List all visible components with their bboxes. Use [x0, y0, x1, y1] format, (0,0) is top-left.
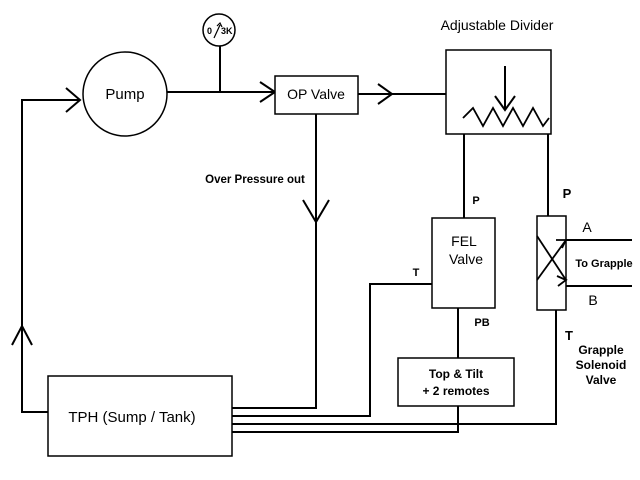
tank-to-pump-arrow	[65, 87, 82, 113]
tank-to-pump-line	[21, 99, 80, 413]
op-to-divider-arrow	[377, 83, 394, 105]
grapple-cross-line-1	[536, 235, 567, 281]
overpressure-line	[232, 114, 317, 409]
pump-symbol	[82, 51, 168, 137]
gauge-low-label: 0	[207, 26, 212, 36]
fel-valve-label-line2: Valve	[449, 251, 483, 267]
divider-resistor-icon	[462, 106, 550, 128]
op-valve-label: OP Valve	[287, 86, 345, 102]
to-grapple-label: To Grapple	[575, 258, 632, 270]
adjustable-divider-label: Adjustable Divider	[441, 17, 554, 33]
op-valve-box	[274, 75, 359, 115]
fel-t-label: T	[413, 267, 420, 279]
divider-box	[445, 49, 552, 135]
port-a-label: A	[582, 219, 592, 235]
tph-tank-label: TPH (Sump / Tank)	[68, 409, 195, 426]
remotes-return-line	[232, 406, 459, 433]
gauge-high-label: 3K	[221, 26, 233, 36]
remotes-label-line2: + 2 remotes	[422, 384, 489, 398]
over-pressure-label: Over Pressure out	[205, 174, 305, 186]
grapple-arrow-b-icon	[556, 275, 568, 287]
fel-pb-label: PB	[474, 317, 489, 329]
fel-p-label: P	[472, 195, 479, 207]
remotes-box	[397, 357, 515, 407]
grapple-p-label: P	[563, 186, 572, 201]
return-up-arrow	[11, 323, 33, 346]
fel-valve-box	[431, 217, 496, 309]
divider-wiper-arrow	[494, 95, 516, 112]
grapple-t-label: T	[565, 328, 573, 343]
grapple-valve-label-line3: Valve	[586, 373, 617, 387]
grapple-t-return-line	[232, 310, 557, 425]
fel-valve-label-line1: FEL	[451, 233, 477, 249]
remotes-label-line1: Top & Tilt	[429, 367, 483, 381]
grapple-cross-line-2	[536, 239, 567, 281]
grapple-arrow-a-icon	[556, 239, 568, 249]
pump-label: Pump	[105, 86, 144, 103]
overpressure-arrow	[302, 199, 330, 224]
tph-tank-box	[47, 375, 233, 457]
grapple-valve-box	[536, 215, 567, 311]
grapple-valve-label-line2: Solenoid	[576, 358, 627, 372]
gauge-needle-icon	[213, 24, 221, 39]
fel-t-return-line	[232, 283, 432, 417]
pressure-gauge-icon	[202, 13, 236, 47]
port-b-label: B	[588, 292, 597, 308]
grapple-valve-label-line1: Grapple	[578, 343, 624, 357]
gauge-needle-tip-icon	[216, 21, 223, 28]
